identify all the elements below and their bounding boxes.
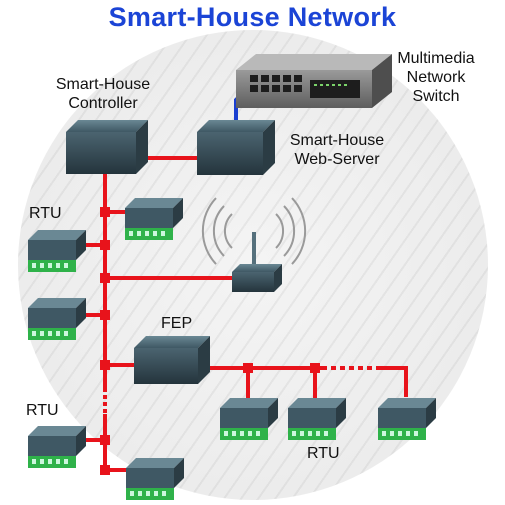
- rtu-label-top: RTU: [29, 205, 62, 222]
- controller-device: [66, 120, 148, 174]
- controller-label-line1: Smart-House: [55, 76, 151, 93]
- wireless-access-point: [201, 197, 307, 292]
- webserver-label: Smart-House Web-Server: [270, 131, 404, 169]
- fep-label: FEP: [161, 315, 193, 332]
- rtu-module: [28, 230, 86, 272]
- webserver-label-line1: Smart-House: [289, 132, 385, 149]
- rtu-modules: [28, 198, 436, 500]
- rtu-module: [125, 198, 183, 240]
- switch-label-line1: Multimedia: [397, 50, 475, 67]
- rtu-module: [28, 426, 86, 468]
- switch-label-line2: Network: [406, 69, 466, 86]
- switch-label: Multimedia Network Switch: [382, 49, 490, 106]
- rtu-module: [288, 398, 346, 440]
- rtu-module: [126, 458, 184, 500]
- controller-label-line2: Controller: [68, 95, 138, 112]
- rtu-module: [378, 398, 436, 440]
- diagram-title: Smart-House Network: [108, 2, 397, 32]
- bus-dashed-continuations: [103, 366, 378, 416]
- fep-device: [134, 336, 210, 384]
- rtu-label-bottom: RTU: [307, 445, 340, 462]
- rtu-label-left: RTU: [26, 402, 59, 419]
- rtu-module: [220, 398, 278, 440]
- bus-connectors: [100, 207, 320, 475]
- network-switch: [236, 54, 392, 108]
- webserver-device: [197, 120, 275, 175]
- switch-label-line3: Switch: [412, 88, 460, 105]
- rtu-module: [28, 298, 86, 340]
- webserver-label-line2: Web-Server: [294, 151, 380, 168]
- controller-label: Smart-House Controller: [36, 75, 170, 113]
